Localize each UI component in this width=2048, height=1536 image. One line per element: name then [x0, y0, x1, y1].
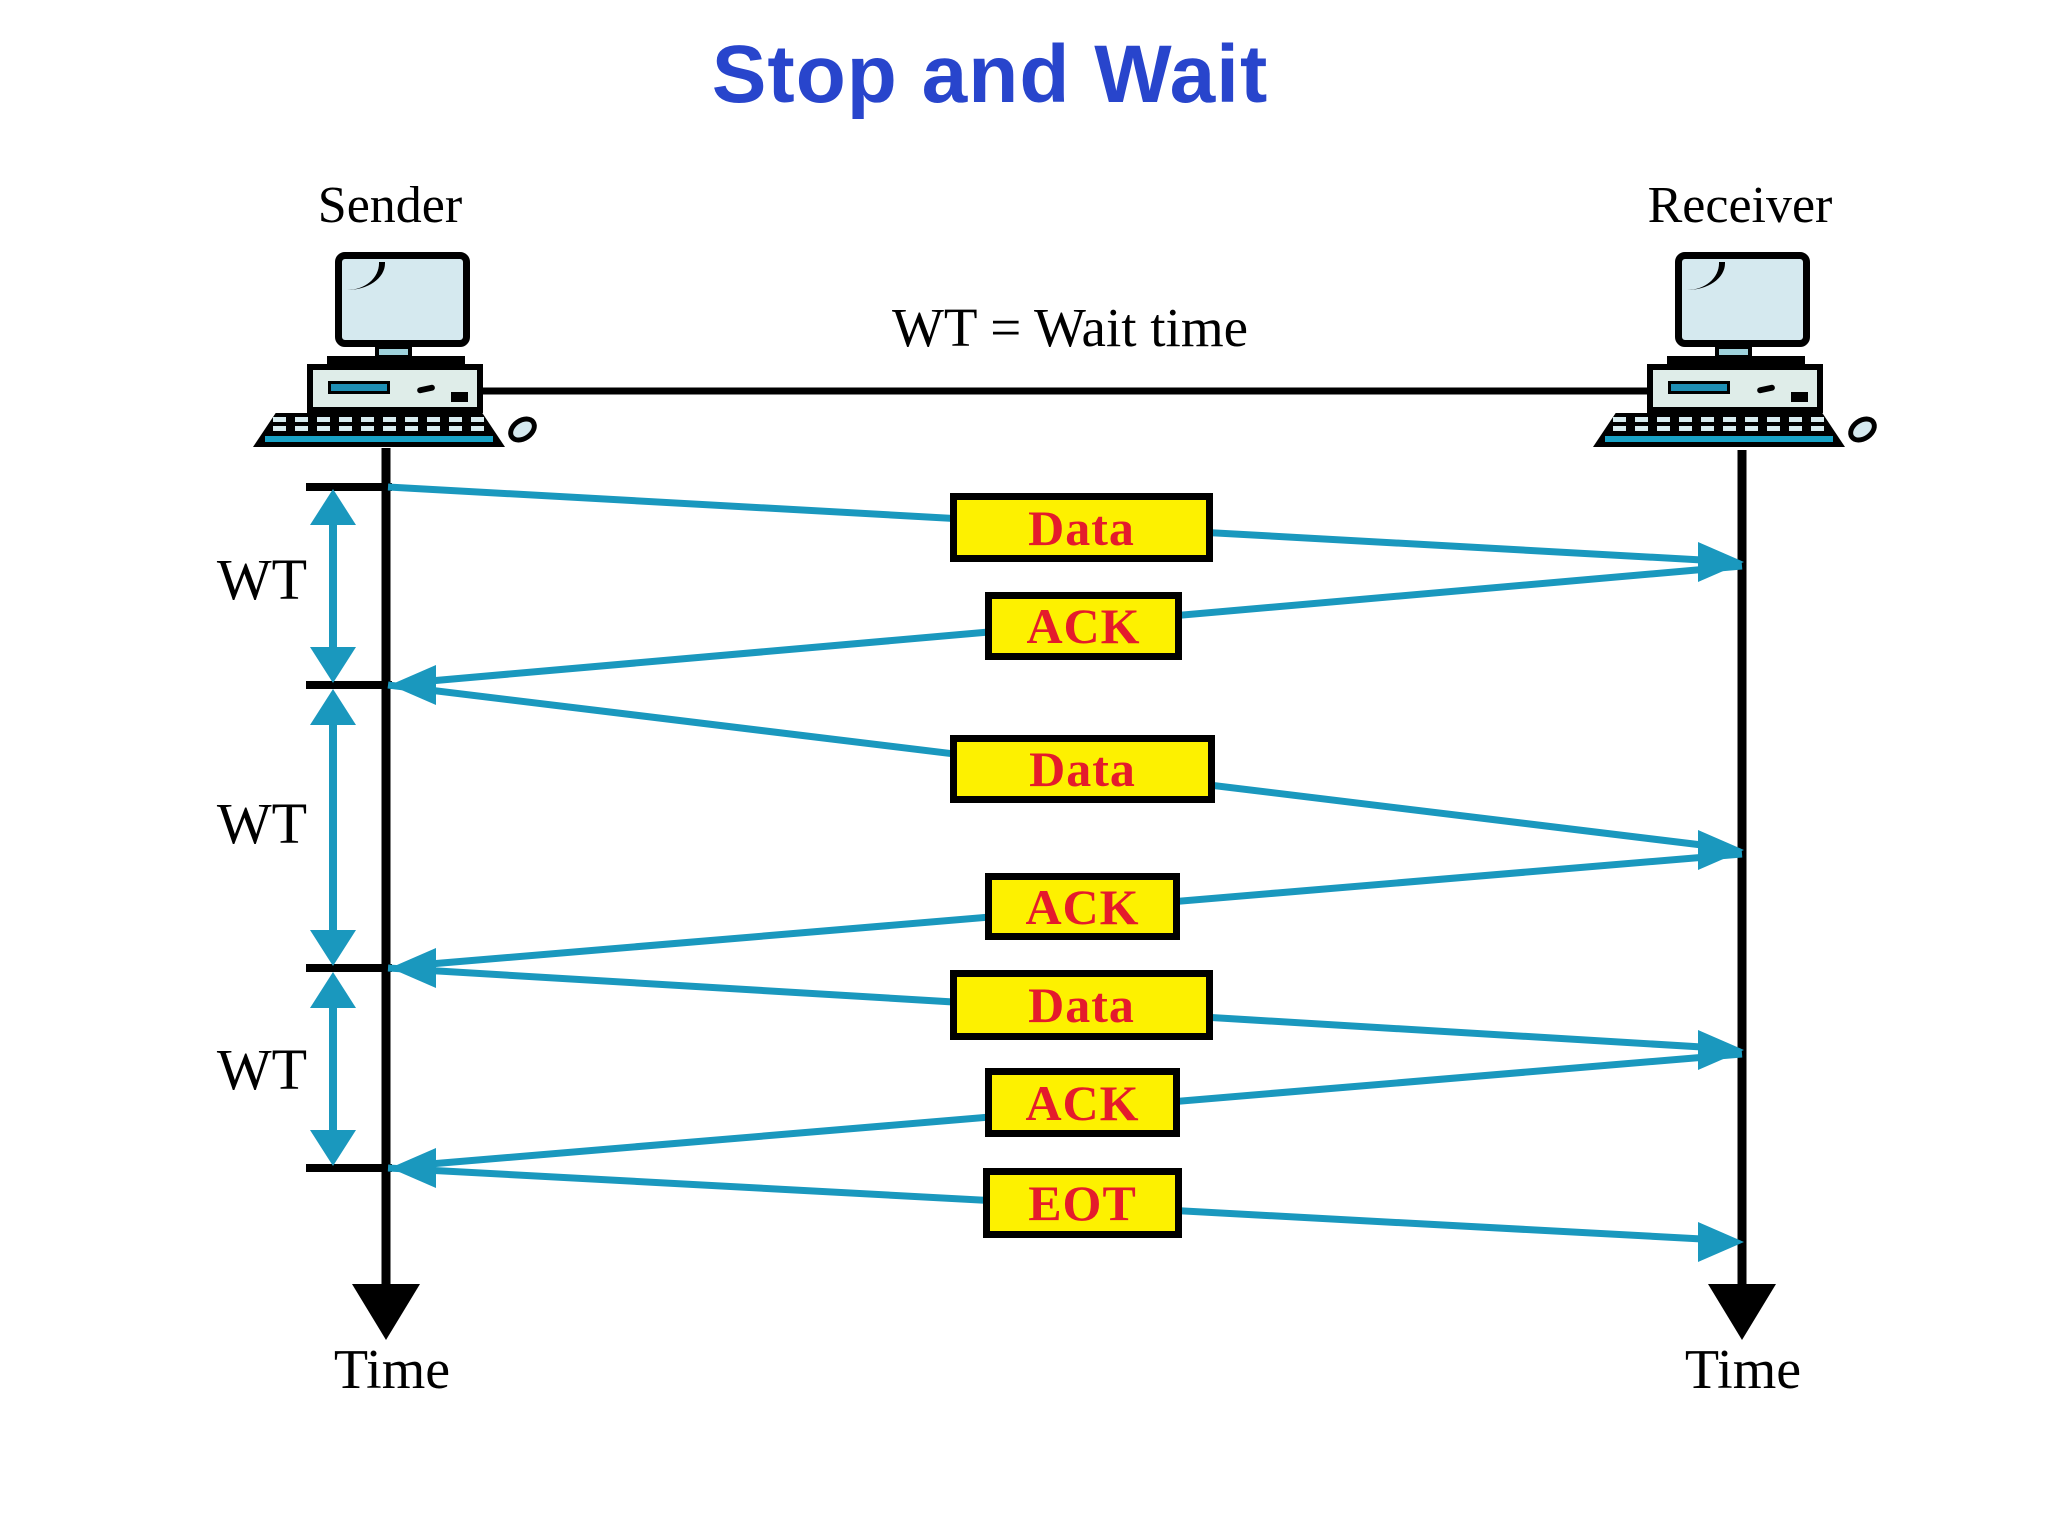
message-box-eot: EOT [983, 1168, 1182, 1238]
arrow-data-3-head-icon [1698, 1030, 1744, 1070]
disk-slot [1668, 381, 1730, 394]
key-row [273, 426, 485, 431]
message-box-data-1: Data [950, 493, 1213, 562]
cpu-unit [307, 364, 483, 413]
keyboard [1593, 413, 1845, 447]
sender-timeline-arrowhead-icon [352, 1284, 420, 1340]
monitor [1675, 252, 1810, 347]
wt-interval-2-up-head-icon [310, 689, 356, 725]
disk-slot [328, 381, 390, 394]
key-row [273, 417, 485, 422]
cpu-mark-icon [416, 384, 436, 394]
wt-interval-1-up-head-icon [310, 489, 356, 525]
receiver-time-label: Time [1684, 1339, 1802, 1401]
wt-label-1: WT [216, 547, 308, 612]
cpu-vent [1791, 392, 1808, 402]
arrow-data-2-head-icon [1698, 830, 1744, 870]
arrow-eot-head-icon [1698, 1222, 1744, 1262]
screen-glare-icon [1687, 262, 1725, 290]
wt-label-2: WT [216, 791, 308, 856]
arrow-data-1-head-icon [1698, 542, 1744, 582]
wt-interval-3-down-head-icon [310, 1130, 356, 1166]
sender-label: Sender [317, 177, 463, 234]
cpu-vent [451, 392, 468, 402]
cpu-mark-icon [1756, 384, 1776, 394]
receiver-computer-icon [1575, 252, 1882, 448]
monitor [335, 252, 470, 347]
cpu-unit [1647, 364, 1823, 413]
screen-glare-icon [347, 262, 385, 290]
key-row [1613, 426, 1825, 431]
message-box-data-3: Data [950, 970, 1213, 1040]
monitor-stand-base [327, 356, 465, 366]
sender-computer-icon [235, 252, 542, 448]
keyboard [253, 413, 505, 447]
message-box-data-2: Data [950, 735, 1215, 803]
message-box-ack-1: ACK [985, 592, 1182, 660]
wt-interval-2-down-head-icon [310, 930, 356, 966]
receiver-timeline-arrowhead-icon [1708, 1284, 1776, 1340]
monitor-stand-base [1667, 356, 1805, 366]
wt-interval-3-up-head-icon [310, 972, 356, 1008]
sender-time-label: Time [333, 1339, 451, 1401]
wt-legend: WT = Wait time [891, 297, 1249, 358]
message-box-ack-2: ACK [985, 873, 1180, 940]
keyboard-stripe [265, 436, 493, 442]
wt-interval-1-down-head-icon [310, 647, 356, 683]
wt-label-3: WT [216, 1037, 308, 1102]
key-row [1613, 417, 1825, 422]
page-title: Stop and Wait [711, 29, 1269, 120]
receiver-label: Receiver [1647, 177, 1833, 234]
message-box-ack-3: ACK [985, 1068, 1180, 1137]
keyboard-stripe [1605, 436, 1833, 442]
